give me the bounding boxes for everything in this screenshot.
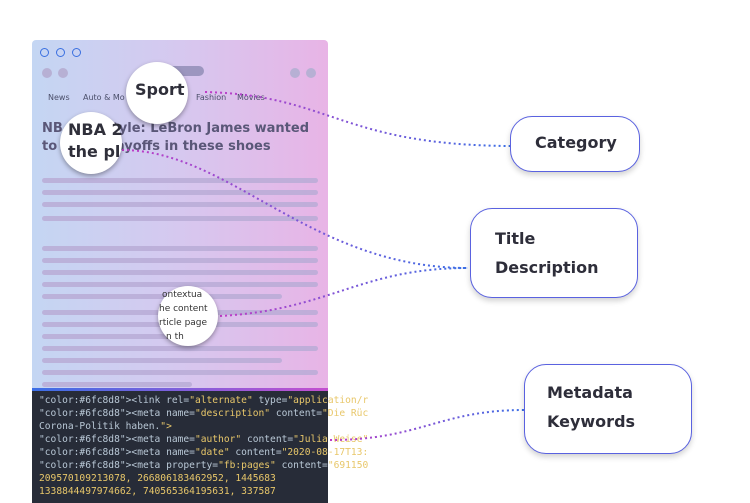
callout-label: Keywords [547,412,636,431]
text-line-placeholder [42,358,282,363]
content-text: n th [166,332,184,342]
callout-label: Description [495,258,599,277]
content-text: he content [159,304,208,314]
forward-button-icon [58,68,68,78]
code-line: "color:#6fc8d8"><link rel="alternate" ty… [39,395,369,406]
nav-item-movies: Movies [237,93,265,102]
title-text: the pl [68,142,121,161]
magnifier-title: NBA 2 the pl [60,112,123,174]
callout-metadata-keywords: Metadata Keywords [524,364,692,454]
text-line-placeholder [42,270,318,275]
code-line: "color:#6fc8d8"><meta name="date" conten… [39,447,369,458]
connector-content [219,267,469,317]
connector-metadata [329,409,525,441]
code-line: "color:#6fc8d8"><meta name="description"… [39,408,369,419]
text-line-placeholder [42,178,318,183]
window-dot-icon [72,48,81,57]
content-text: ontextua [162,290,203,300]
code-line: 1338844497974662, 740565364195631, 33758… [39,486,276,497]
text-line-placeholder [42,282,318,287]
text-line-placeholder [42,346,318,351]
back-button-icon [42,68,52,78]
window-dot-icon [56,48,65,57]
magnifier-category: Sport [126,62,188,124]
article-headline: NB tyle: LeBron James wanted to layoffs … [42,120,322,156]
text-line-placeholder [42,246,318,251]
callout-label: Metadata [547,383,633,402]
nav-item-auto: Auto & Mo [83,93,125,102]
headline-line: NB tyle: LeBron James wanted [42,121,310,136]
text-line-placeholder [42,382,192,387]
text-line-placeholder [42,190,318,195]
headline-line: to layoffs in these shoes [42,139,271,154]
callout-label: Title [495,229,536,248]
callout-category: Category [510,116,640,172]
content-text: rticle page [159,318,208,328]
menu-dot-icon [306,68,316,78]
connector-title [121,149,469,269]
code-line: 209570109213078, 266806183462952, 144568… [39,473,276,484]
title-text: NBA 2 [68,120,123,139]
text-line-placeholder [42,258,318,263]
callout-label: Category [535,133,617,152]
nav-item-fashion: Fashion [196,93,227,102]
menu-dot-icon [290,68,300,78]
html-source-panel: "color:#6fc8d8"><link rel="alternate" ty… [32,388,368,503]
text-line-placeholder [42,294,282,299]
text-line-placeholder [42,216,318,221]
category-text: Sport [135,80,185,99]
text-line-placeholder [42,202,318,207]
connector-category [204,91,511,147]
code-line: "color:#6fc8d8"><meta property="fb:pages… [39,460,369,471]
text-line-placeholder [42,370,318,375]
code-line: Corona-Politik haben."> [39,421,172,432]
nav-item-news: News [48,93,70,102]
text-line-placeholder [42,334,192,339]
callout-title-description: Title Description [470,208,638,298]
magnifier-content: ontextua he content rticle page n th [158,286,218,346]
window-dot-icon [40,48,49,57]
